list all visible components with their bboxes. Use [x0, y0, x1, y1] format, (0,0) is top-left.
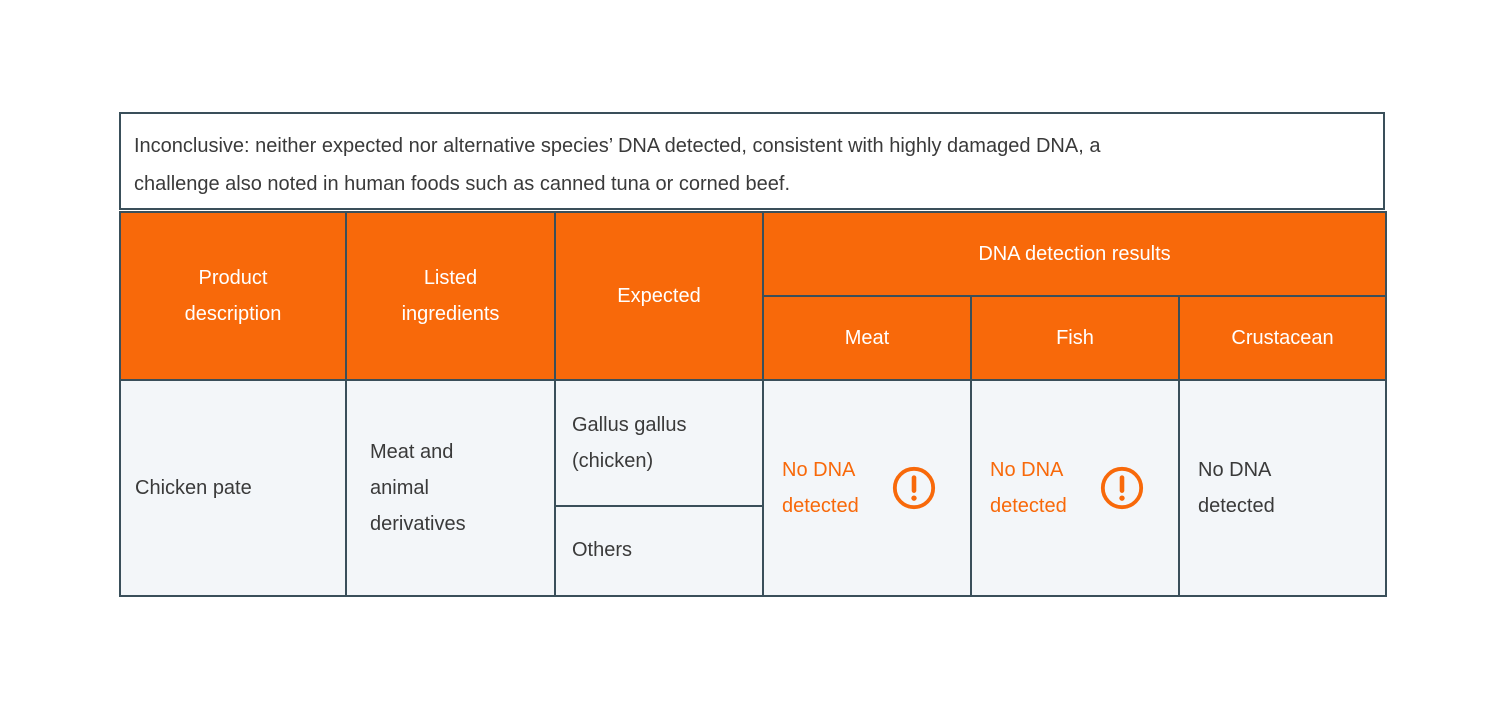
alert-circle-icon — [1099, 465, 1145, 511]
col-header-listed-ingredients: Listed ingredients — [345, 211, 556, 381]
col-header-crustacean: Crustacean — [1177, 295, 1388, 381]
col-header-dna-detection-results: DNA detection results — [761, 211, 1388, 297]
crustacean-result-text: No DNA detected — [1198, 459, 1275, 517]
meat-result-text: No DNA detected — [782, 459, 859, 517]
expected-split: Gallus gallus (chicken) Others — [556, 381, 762, 593]
cell-fish-result: No DNA detected — [970, 379, 1180, 597]
cell-expected-species: Gallus gallus (chicken) — [556, 381, 762, 507]
cell-expected: Gallus gallus (chicken) Others — [554, 379, 764, 597]
col-header-fish: Fish — [970, 295, 1180, 381]
col-header-meat: Meat — [762, 295, 972, 381]
cell-crustacean-result: No DNA detected — [1177, 379, 1388, 597]
col-header-expected: Expected — [554, 211, 764, 381]
note-box: Inconclusive: neither expected nor alter… — [119, 112, 1385, 210]
table-row: Chicken pate Meat and animal derivatives… — [119, 379, 1388, 597]
fish-result-text: No DNA detected — [990, 459, 1067, 517]
note-text: Inconclusive: neither expected nor alter… — [134, 135, 1101, 195]
dna-results-table: Product description Listed ingredients E… — [119, 211, 1388, 597]
cell-meat-result: No DNA detected — [762, 379, 972, 597]
col-header-product-description: Product description — [119, 211, 347, 381]
alert-circle-icon — [891, 465, 937, 511]
report-panel: Inconclusive: neither expected nor alter… — [119, 112, 1388, 597]
cell-expected-others: Others — [572, 539, 633, 561]
cell-product-description: Chicken pate — [119, 379, 347, 597]
cell-listed-ingredients: Meat and animal derivatives — [345, 379, 556, 597]
